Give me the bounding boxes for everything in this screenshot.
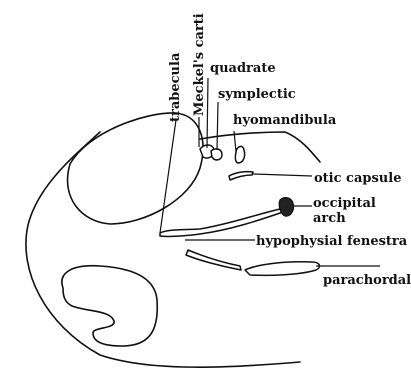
trabecula-leader bbox=[160, 120, 176, 233]
parachordal-label: parachordal bbox=[323, 273, 411, 288]
quadrate-label: quadrate bbox=[210, 61, 276, 76]
head-outline bbox=[26, 132, 300, 367]
occipital-arch-label-line1: occipital bbox=[313, 196, 376, 211]
symplectic-leader bbox=[217, 102, 218, 150]
eye-outline bbox=[68, 113, 203, 224]
otic-capsule-leader bbox=[253, 174, 312, 176]
symplectic-label: symplectic bbox=[218, 87, 296, 102]
symplectic-shape bbox=[211, 149, 222, 160]
occipital-arch-label-line2: arch bbox=[313, 211, 346, 226]
hyomandibula-shape bbox=[235, 146, 244, 163]
otic-capsule-label: otic capsule bbox=[314, 171, 401, 186]
parachordal-bar bbox=[186, 250, 241, 270]
meckels-cartilage-label: Meckel's carti bbox=[192, 13, 207, 116]
occipital-arch-shape bbox=[279, 198, 293, 216]
trabecula-shape bbox=[160, 209, 283, 236]
heart-outline bbox=[62, 266, 157, 346]
hypophysial-fenestra-label: hypophysial fenestra bbox=[256, 234, 408, 249]
hyomandibula-label: hyomandibula bbox=[233, 113, 337, 128]
parachordal-shape bbox=[245, 262, 319, 276]
trabecula-label: trabecula bbox=[168, 52, 183, 122]
otic-capsule-shape bbox=[229, 172, 253, 180]
